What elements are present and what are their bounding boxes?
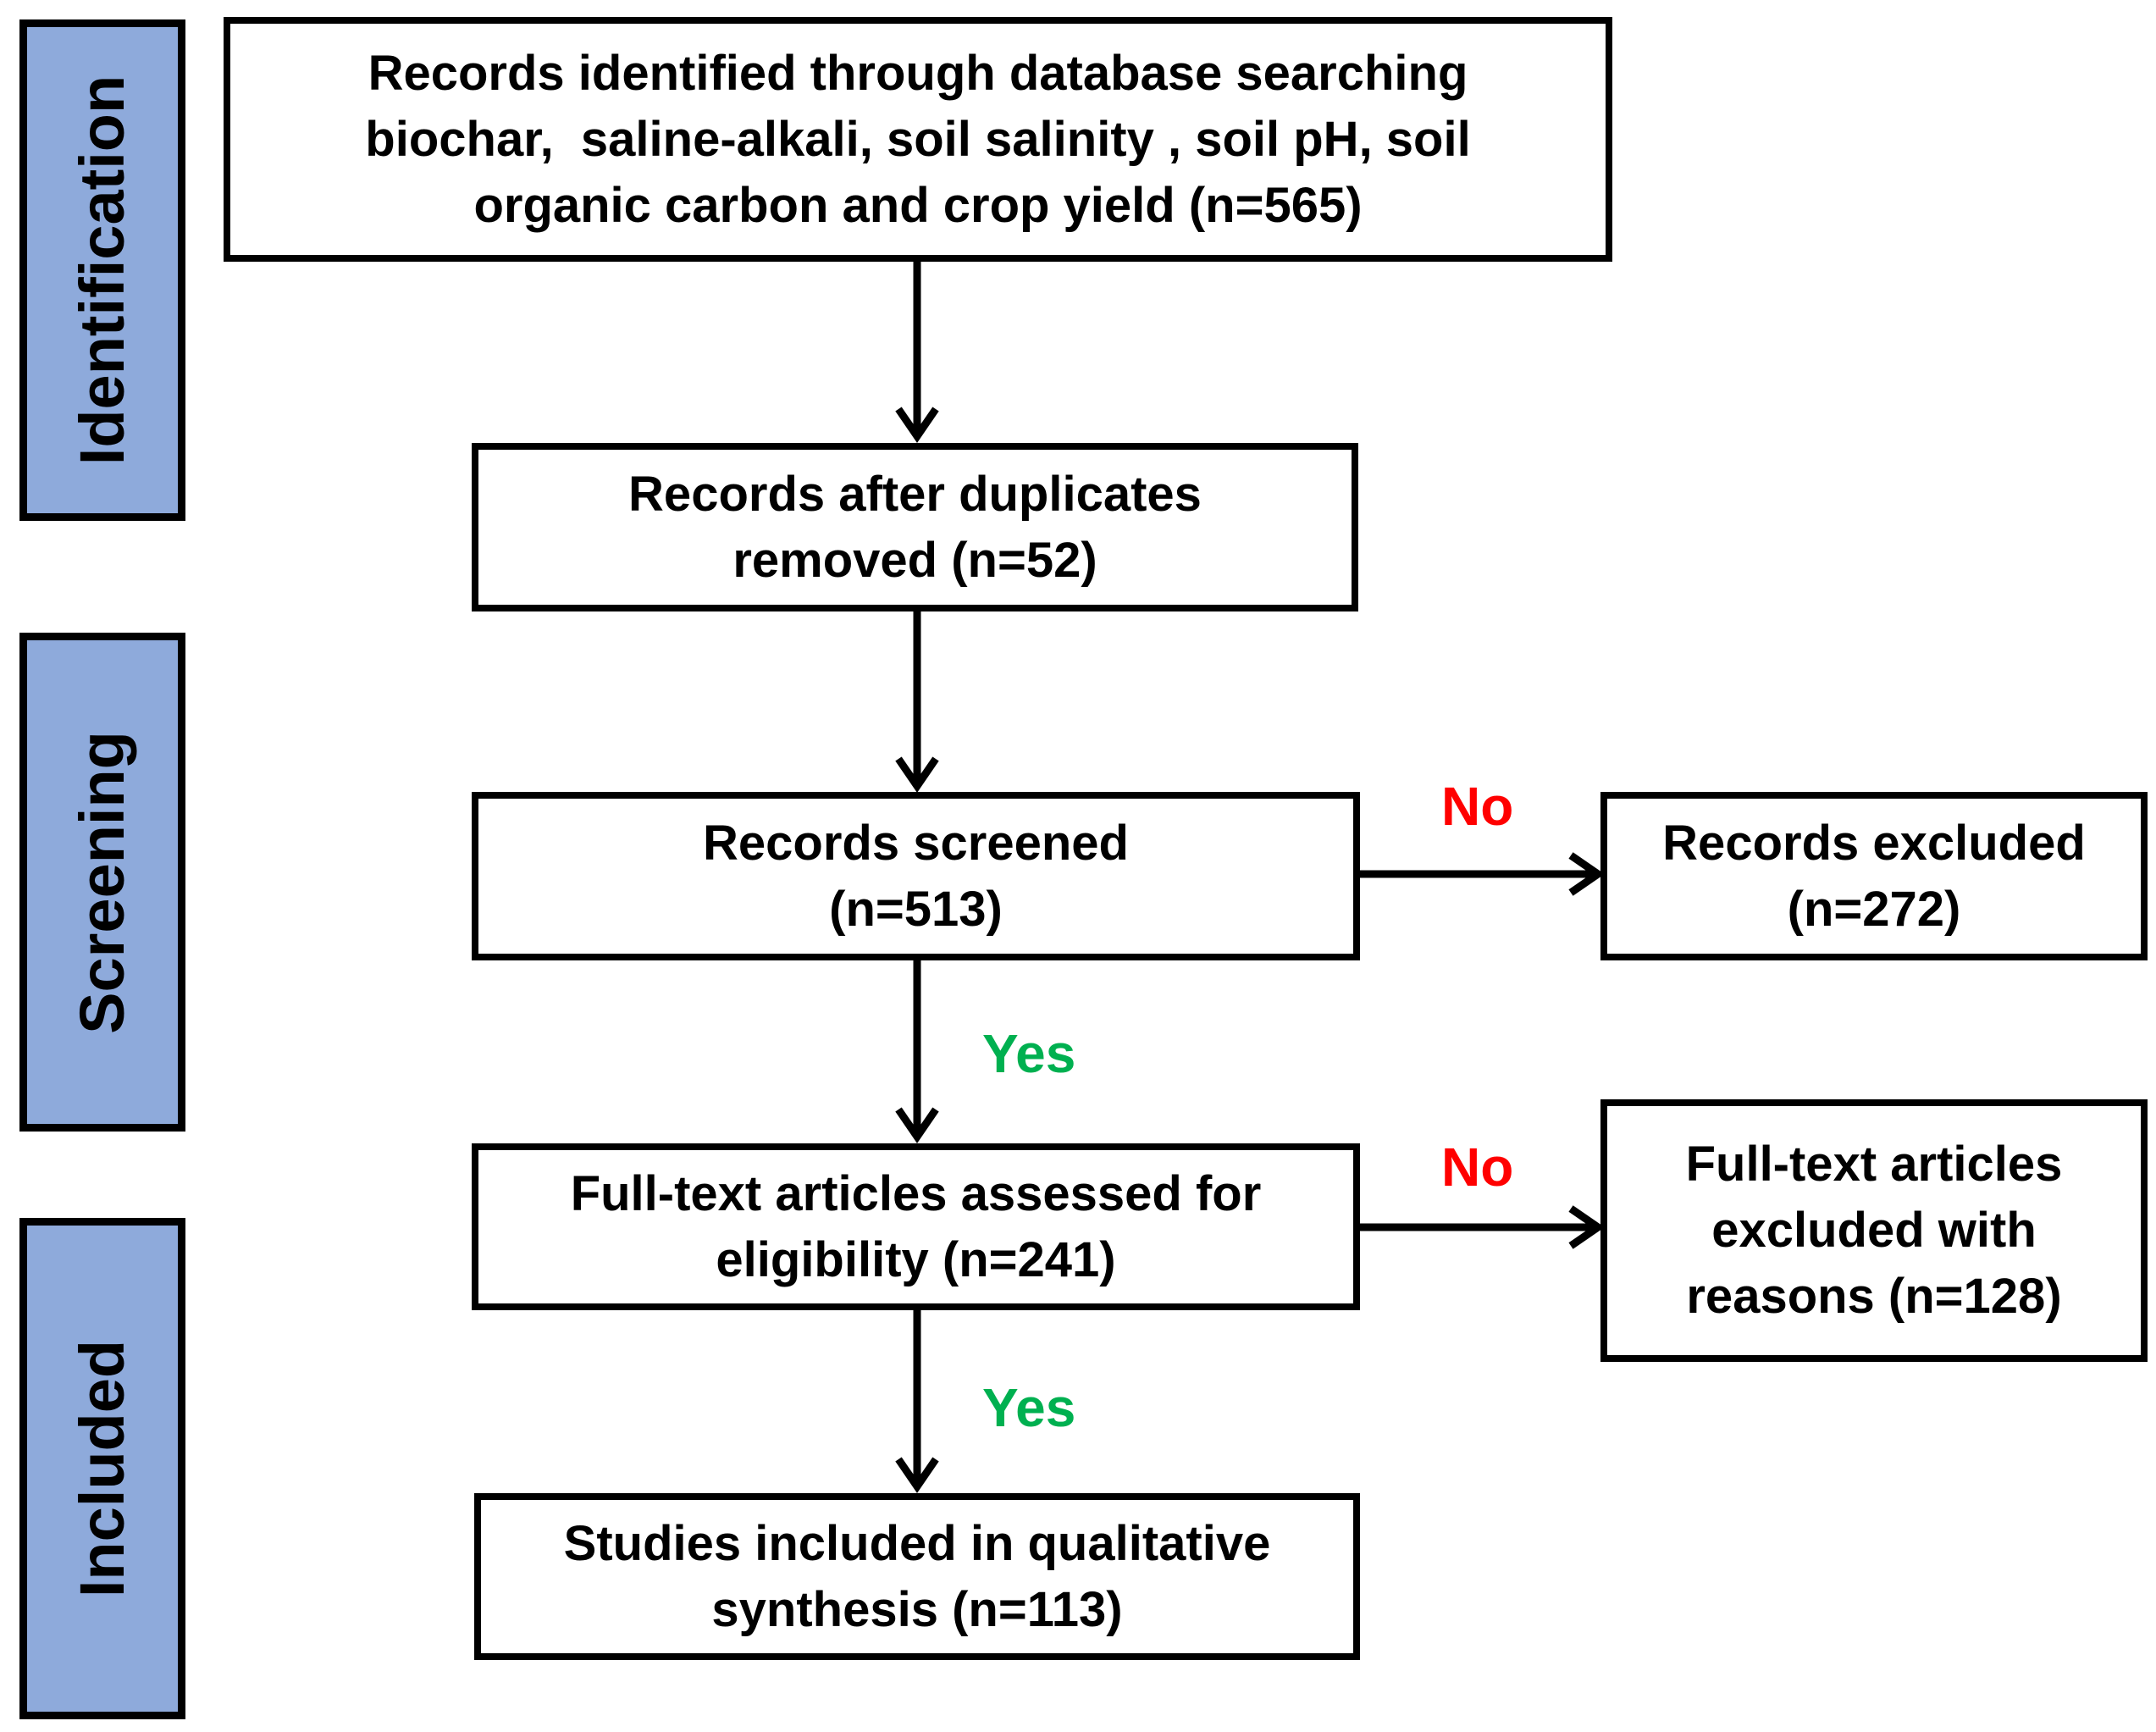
fulltext-assessed-line-2: eligibility (n=241) <box>716 1231 1116 1287</box>
box-duplicates-removed: Records after duplicates removed (n=52) <box>472 443 1358 611</box>
records-excluded-line-1: Records excluded <box>1662 815 2086 871</box>
fulltext-assessed-line-1: Full-text articles assessed for <box>570 1165 1262 1221</box>
stage-screening: Screening <box>19 633 185 1132</box>
label-no-screening: No <box>1441 776 1514 837</box>
arrowhead-fulltext-to-excluded <box>1568 1205 1605 1249</box>
label-yes-screening: Yes <box>982 1023 1076 1084</box>
fulltext-excluded-line-3: reasons (n=128) <box>1686 1269 2062 1324</box>
box-records-excluded: Records excluded (n=272) <box>1600 792 2148 960</box>
fulltext-excluded-line-1: Full-text articles <box>1685 1137 2063 1192</box>
arrowhead-screened-to-fulltext <box>895 1107 939 1143</box>
records-excluded-line-2: (n=272) <box>1787 881 1961 937</box>
box-fulltext-assessed: Full-text articles assessed for eligibil… <box>472 1143 1360 1310</box>
label-yes-fulltext: Yes <box>982 1377 1076 1438</box>
records-screened-line-1: Records screened <box>703 815 1129 871</box>
stage-included: Included <box>19 1218 185 1719</box>
records-identified-line-1: Records identified through database sear… <box>368 45 1468 101</box>
stage-identification: Identification <box>19 19 185 521</box>
studies-included-line-1: Studies included in qualitative <box>563 1515 1271 1571</box>
studies-included-line-2: synthesis (n=113) <box>711 1581 1123 1637</box>
records-identified-line-3: organic carbon and crop yield (n=565) <box>473 177 1363 233</box>
box-fulltext-excluded: Full-text articles excluded with reasons… <box>1600 1099 2148 1362</box>
arrowhead-identified-to-duplicates <box>895 407 939 443</box>
arrowhead-duplicates-to-screened <box>895 756 939 793</box>
box-records-screened: Records screened (n=513) <box>472 792 1360 960</box>
records-screened-line-2: (n=513) <box>829 881 1003 937</box>
label-no-fulltext: No <box>1441 1137 1514 1198</box>
records-identified-line-2: biochar, saline-alkali, soil salinity , … <box>365 111 1471 167</box>
arrowhead-fulltext-to-included <box>895 1457 939 1493</box>
arrowhead-screened-to-excluded <box>1568 852 1605 896</box>
duplicates-removed-line-2: removed (n=52) <box>732 532 1097 588</box>
duplicates-removed-line-1: Records after duplicates <box>628 466 1202 522</box>
fulltext-excluded-line-2: excluded with <box>1711 1203 2037 1258</box>
box-records-identified: Records identified through database sear… <box>224 17 1612 262</box>
box-studies-included: Studies included in qualitative synthesi… <box>474 1493 1360 1660</box>
